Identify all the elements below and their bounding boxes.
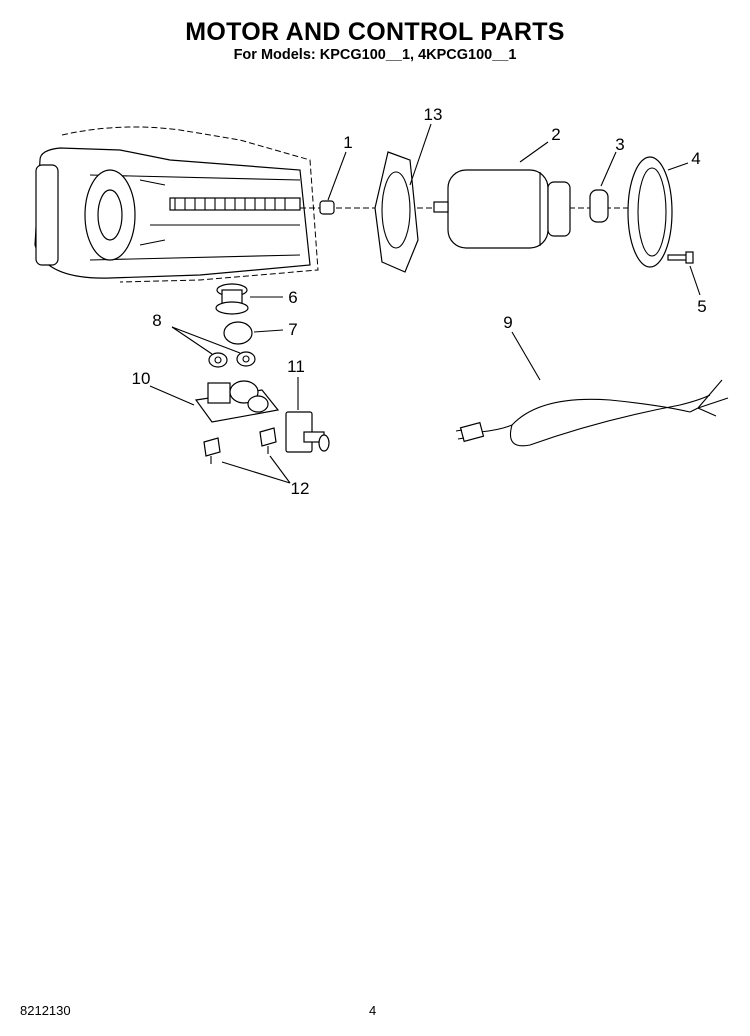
part-3-bearing: [589, 189, 609, 223]
part-2-motor: [433, 169, 571, 249]
callout-11: 11: [287, 357, 305, 376]
callout-7: 7: [288, 320, 297, 339]
part-6-grommet: [215, 283, 249, 315]
callout-12: 12: [291, 479, 310, 498]
part-11-speed-switch: [285, 411, 330, 453]
part-7-nut: [223, 321, 253, 345]
callout-10: 10: [132, 369, 151, 388]
part-9-power-cord: [455, 379, 729, 447]
part-5-screw: [667, 251, 694, 264]
motor-housing: [34, 126, 640, 283]
leader-lines: [149, 123, 701, 484]
callout-4: 4: [691, 149, 700, 168]
page-number: 4: [369, 1003, 377, 1018]
part-12-connectors: [203, 427, 277, 464]
callout-3: 3: [615, 135, 624, 154]
part-1-bushing: [319, 200, 335, 215]
callout-2: 2: [551, 125, 560, 144]
part-8-washers: [208, 351, 256, 368]
callout-13: 13: [424, 105, 443, 124]
callout-6: 6: [288, 288, 297, 307]
callout-8: 8: [152, 311, 161, 330]
part-13-motor-bracket: [374, 151, 419, 273]
document-number: 8212130: [20, 1003, 71, 1018]
part-10-control-board: [194, 380, 280, 423]
page-title: MOTOR AND CONTROL PARTS: [185, 18, 565, 46]
callout-5: 5: [697, 297, 706, 316]
callout-9: 9: [503, 313, 512, 332]
model-subtitle: For Models: KPCG100__1, 4KPCG100__1: [233, 47, 517, 63]
part-4-end-cap: [627, 156, 673, 268]
callout-1: 1: [343, 133, 352, 152]
